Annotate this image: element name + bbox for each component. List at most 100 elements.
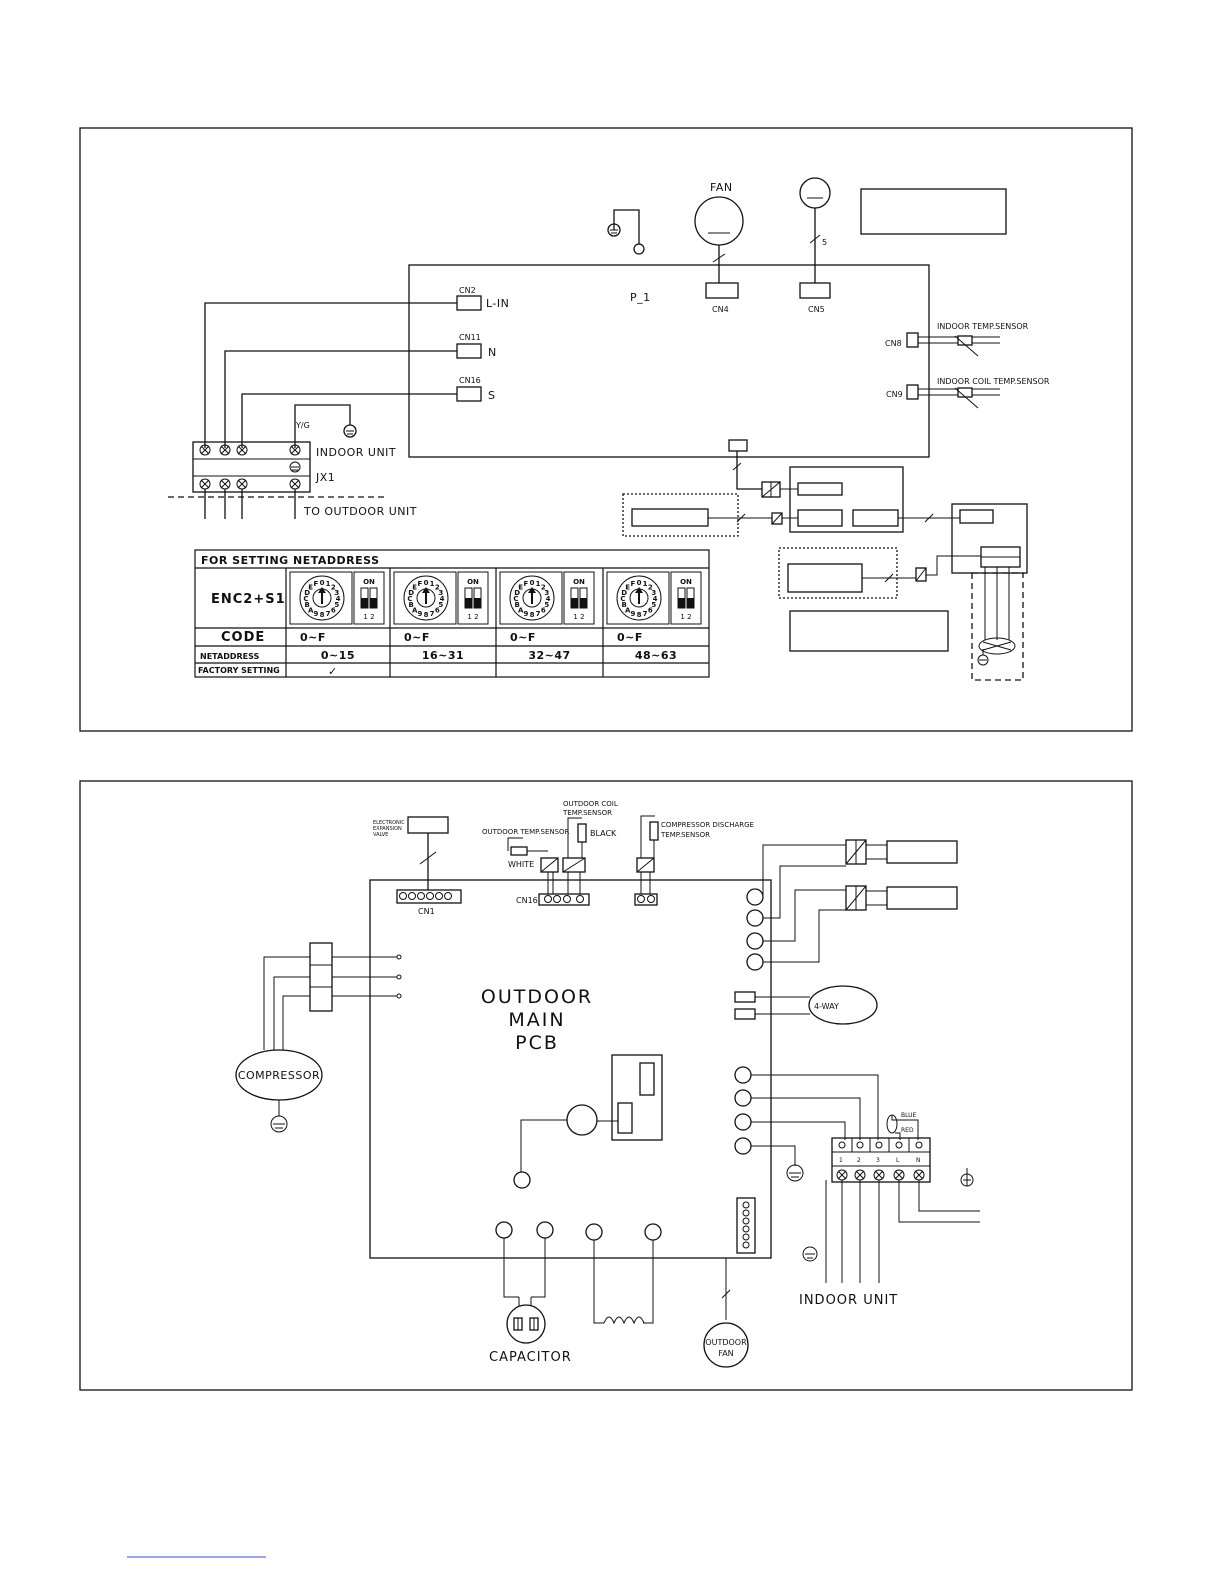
svg-text:9: 9 xyxy=(523,610,528,618)
code-value: 0~F xyxy=(404,631,430,644)
outdoor-coil-label-2: TEMP.SENSOR xyxy=(562,809,612,817)
outdoor-coil-label-1: OUTDOOR COIL xyxy=(563,800,618,808)
pcb-label-line3: PCB xyxy=(515,1032,559,1054)
ground-icon xyxy=(343,424,357,438)
svg-text:1: 1 xyxy=(430,580,435,588)
svg-text:2: 2 xyxy=(648,584,653,592)
compressor-label: COMPRESSOR xyxy=(238,1069,320,1082)
svg-text:ON: ON xyxy=(363,578,375,586)
indoor-temp-sensor-label: INDOOR TEMP.SENSOR xyxy=(937,322,1029,331)
netaddress-value: 48~63 xyxy=(635,649,677,662)
electronic-expansion-valve: ELECTRONIC EXPANSION VALVE CN1 xyxy=(373,816,462,916)
white-wire-label: WHITE xyxy=(508,860,534,869)
terminal-1-label: 1 xyxy=(839,1157,843,1164)
outdoor-fan-icon xyxy=(703,1322,749,1368)
capacitor-label: CAPACITOR xyxy=(489,1350,572,1365)
netaddress-table: FOR SETTING NETADDRESS ENC2+S1 CODE NETA… xyxy=(194,549,710,678)
blue-wire-label: BLUE xyxy=(901,1112,917,1119)
indoor-unit-label: INDOOR UNIT xyxy=(316,446,396,459)
eev-label-2: EXPANSION xyxy=(373,826,402,832)
reactor-box xyxy=(886,886,958,910)
eev-label-1: ELECTRONIC xyxy=(373,820,405,826)
discharge-label-1: COMPRESSOR DISCHARGE xyxy=(661,821,754,829)
code-value: 0~F xyxy=(617,631,643,644)
cn16-outdoor-label: CN16 xyxy=(516,896,538,905)
outdoor-fan-label-1: OUTDOOR xyxy=(705,1338,747,1347)
svg-text:ON: ON xyxy=(680,578,692,586)
code-value: 0~F xyxy=(510,631,536,644)
four-way-label: 4-WAY xyxy=(814,1002,839,1011)
svg-text:2: 2 xyxy=(435,584,440,592)
svg-text:6: 6 xyxy=(648,606,653,614)
indoor-fan-motor: FAN CN4 xyxy=(694,181,744,314)
ground-icon xyxy=(802,1246,818,1262)
svg-text:4: 4 xyxy=(546,595,551,603)
svg-text:5: 5 xyxy=(544,601,549,609)
discharge-label-2: TEMP.SENSOR xyxy=(660,831,710,839)
svg-text:3: 3 xyxy=(651,589,656,597)
s-label: S xyxy=(488,389,495,402)
n-label: N xyxy=(488,346,497,359)
pcb-bottom-components: CAPACITOR OUTDOOR FAN xyxy=(489,1221,749,1368)
svg-text:0: 0 xyxy=(637,579,642,587)
outdoor-wiring-panel: OUTDOOR MAIN PCB ELECTRONIC EXPANSION VA… xyxy=(79,780,1133,1391)
ground-icon xyxy=(960,1173,974,1187)
svg-text:1 2: 1 2 xyxy=(680,613,691,621)
thermistor-icon xyxy=(577,823,587,843)
netaddress-label: NETADDRESS xyxy=(200,652,259,661)
cn5-connector xyxy=(799,282,831,299)
outdoor-panel-frame xyxy=(79,780,1133,1391)
ground-icon xyxy=(786,1164,804,1182)
cn8-label: CN8 xyxy=(885,339,902,348)
svg-text:6: 6 xyxy=(541,606,546,614)
outdoor-temp-sensor-label: OUTDOOR TEMP.SENSOR xyxy=(482,828,570,836)
netaddress-value: 32~47 xyxy=(528,649,570,662)
netaddress-table-title: FOR SETTING NETADDRESS xyxy=(201,554,380,567)
svg-text:D: D xyxy=(621,589,627,597)
outdoor-temp-sensors: OUTDOOR TEMP.SENSOR WHITE OUTDOOR COIL T… xyxy=(482,800,754,906)
svg-text:E: E xyxy=(308,584,313,592)
enc2-s1-label: ENC2+S1 xyxy=(211,592,286,607)
cn16-label: CN16 xyxy=(459,376,481,385)
svg-text:B: B xyxy=(305,601,310,609)
svg-text:2: 2 xyxy=(541,584,546,592)
dip-switch-s1: ON 1 2 xyxy=(670,571,702,625)
remote-receiver-dotted-box xyxy=(622,493,739,537)
svg-text:B: B xyxy=(409,601,414,609)
indoor-temp-sensor: CN8 INDOOR TEMP.SENSOR xyxy=(885,322,1029,357)
dip-switch-s1: ON1 2 xyxy=(457,571,489,625)
svg-text:1: 1 xyxy=(536,580,541,588)
terminal-3-label: 3 xyxy=(876,1157,880,1164)
svg-text:A: A xyxy=(308,606,314,614)
cn9-connector xyxy=(906,384,919,400)
svg-text:4: 4 xyxy=(440,595,445,603)
svg-text:1: 1 xyxy=(643,580,648,588)
terminal-block-jx1: INDOOR UNIT JX1 TO OUTDOOR UNIT xyxy=(168,441,416,519)
cn9-label: CN9 xyxy=(886,390,903,399)
svg-text:D: D xyxy=(408,589,414,597)
outdoor-main-pcb xyxy=(369,879,772,1259)
svg-text:E: E xyxy=(518,584,523,592)
svg-text:7: 7 xyxy=(430,610,435,618)
svg-text:1 2: 1 2 xyxy=(573,613,584,621)
svg-text:7: 7 xyxy=(326,610,331,618)
svg-text:5: 5 xyxy=(334,601,339,609)
svg-text:B: B xyxy=(515,601,520,609)
cn2-connector xyxy=(456,295,482,311)
svg-text:9: 9 xyxy=(313,610,318,618)
code-label: CODE xyxy=(221,630,265,645)
cn11-connector xyxy=(456,343,482,359)
cn2-label: CN2 xyxy=(459,286,476,295)
cn8-connector xyxy=(906,332,919,348)
black-wire-label: BLACK xyxy=(590,829,617,838)
pcb-label-line2: MAIN xyxy=(508,1009,565,1031)
svg-text:1 2: 1 2 xyxy=(363,613,374,621)
compressor-assembly: COMPRESSOR xyxy=(235,942,402,1133)
red-wire-label: RED xyxy=(901,1127,914,1134)
indoor-pcb xyxy=(408,264,930,458)
svg-text:A: A xyxy=(518,606,524,614)
ground-icon xyxy=(977,654,989,666)
capacitor-icon xyxy=(506,1304,546,1344)
svg-text:4: 4 xyxy=(653,595,658,603)
